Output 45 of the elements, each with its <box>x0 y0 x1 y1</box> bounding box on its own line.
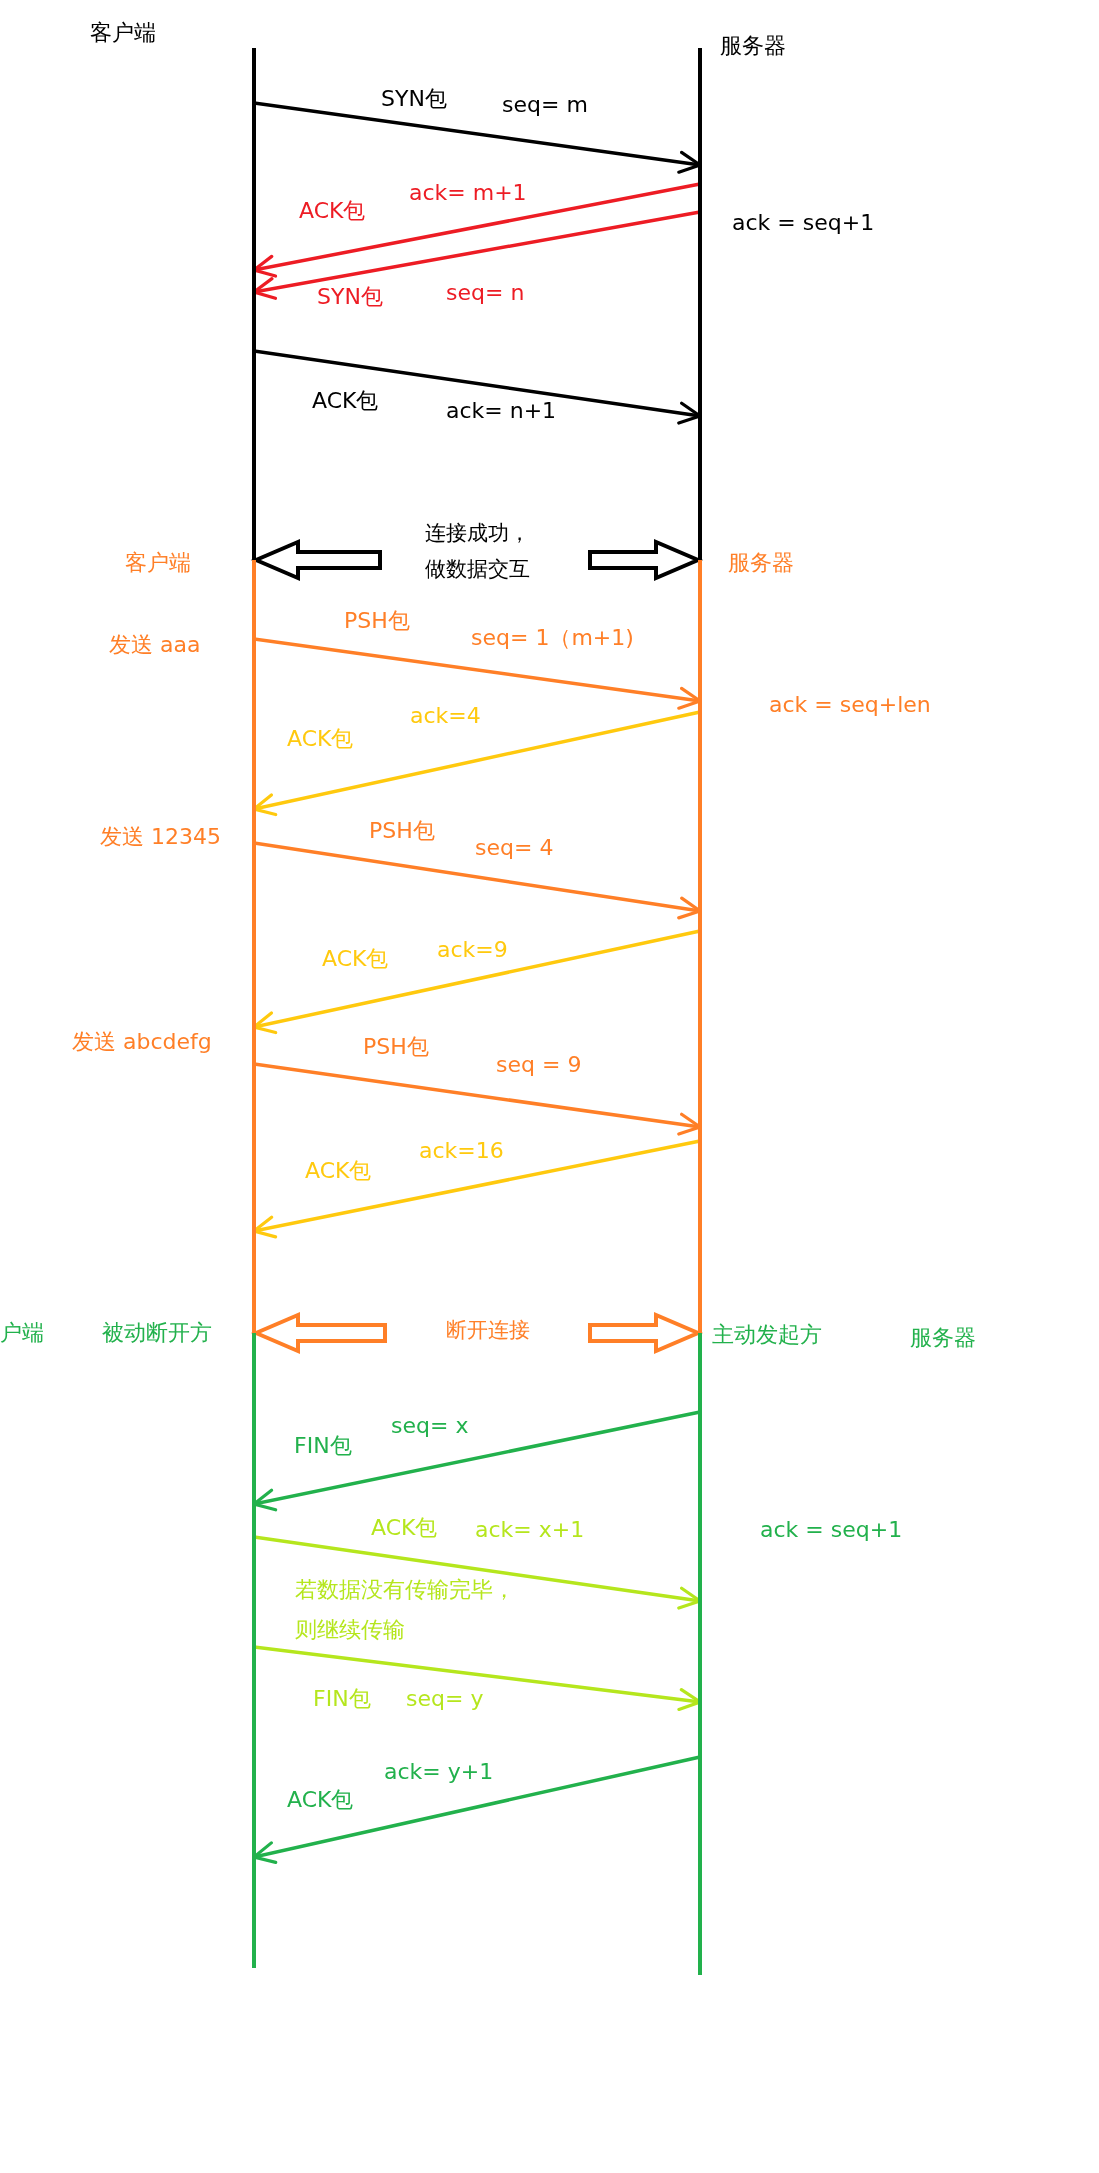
annotation-text: 若数据没有传输完毕，则继续传输 <box>295 1576 516 1644</box>
annotation-text: ack = seq+1 <box>732 210 875 236</box>
annotation-text: seq= x <box>391 1413 469 1439</box>
edge-label: SYN包 <box>381 86 447 112</box>
edge-label: ACK包 <box>299 198 366 224</box>
edge-label: FIN包 <box>294 1433 352 1459</box>
annotation-text: seq= y <box>406 1686 484 1712</box>
edge-label: FIN包 <box>313 1686 371 1712</box>
lifeline-label: 主动发起方 <box>712 1322 822 1348</box>
annotation-text: ack= x+1 <box>475 1517 585 1543</box>
annotation-text: seq= n <box>446 280 525 306</box>
annotation-text: seq= 1（m+1) <box>471 625 634 651</box>
annotation-text: 发送 abcdefg <box>72 1029 212 1055</box>
edge-label: SYN包 <box>317 284 383 310</box>
edge-label: ACK包 <box>305 1158 372 1184</box>
annotation-text: seq= 4 <box>475 835 554 861</box>
annotation-text: ack= n+1 <box>446 398 557 424</box>
edge-label: ACK包 <box>322 946 389 972</box>
connection-note: 连接成功，做数据交互 <box>425 520 531 583</box>
edge-label: PSH包 <box>363 1034 429 1060</box>
annotation-text: 户端 <box>0 1320 44 1346</box>
edge-label: ACK包 <box>287 726 354 752</box>
annotation-text: ack= y+1 <box>384 1759 494 1785</box>
annotation-text: seq= m <box>502 92 588 118</box>
annotation-text: 发送 aaa <box>109 632 201 658</box>
lifeline-label: 服务器 <box>728 550 794 576</box>
annotation-text: 发送 12345 <box>100 824 221 850</box>
edge-label: ACK包 <box>312 388 379 414</box>
edge-label: ACK包 <box>371 1515 438 1541</box>
lifeline-label: 客户端 <box>125 550 191 576</box>
annotation-text: seq = 9 <box>496 1052 582 1078</box>
annotation-text: ack=16 <box>419 1138 504 1164</box>
edge-label: PSH包 <box>344 608 410 634</box>
edge-label: ACK包 <box>287 1787 354 1813</box>
annotation-text: 服务器 <box>910 1325 976 1351</box>
annotation-text: ack = seq+1 <box>760 1517 903 1543</box>
edge-label: PSH包 <box>369 818 435 844</box>
lifeline-label: 服务器 <box>720 33 786 59</box>
lifeline-label: 被动断开方 <box>102 1320 212 1346</box>
annotation-text: ack=9 <box>437 937 508 963</box>
connection-note: 断开连接 <box>445 1317 530 1344</box>
annotation-text: ack=4 <box>410 703 481 729</box>
annotation-text: ack = seq+len <box>769 692 931 718</box>
lifeline-label: 客户端 <box>90 20 156 46</box>
annotation-text: ack= m+1 <box>409 180 527 206</box>
